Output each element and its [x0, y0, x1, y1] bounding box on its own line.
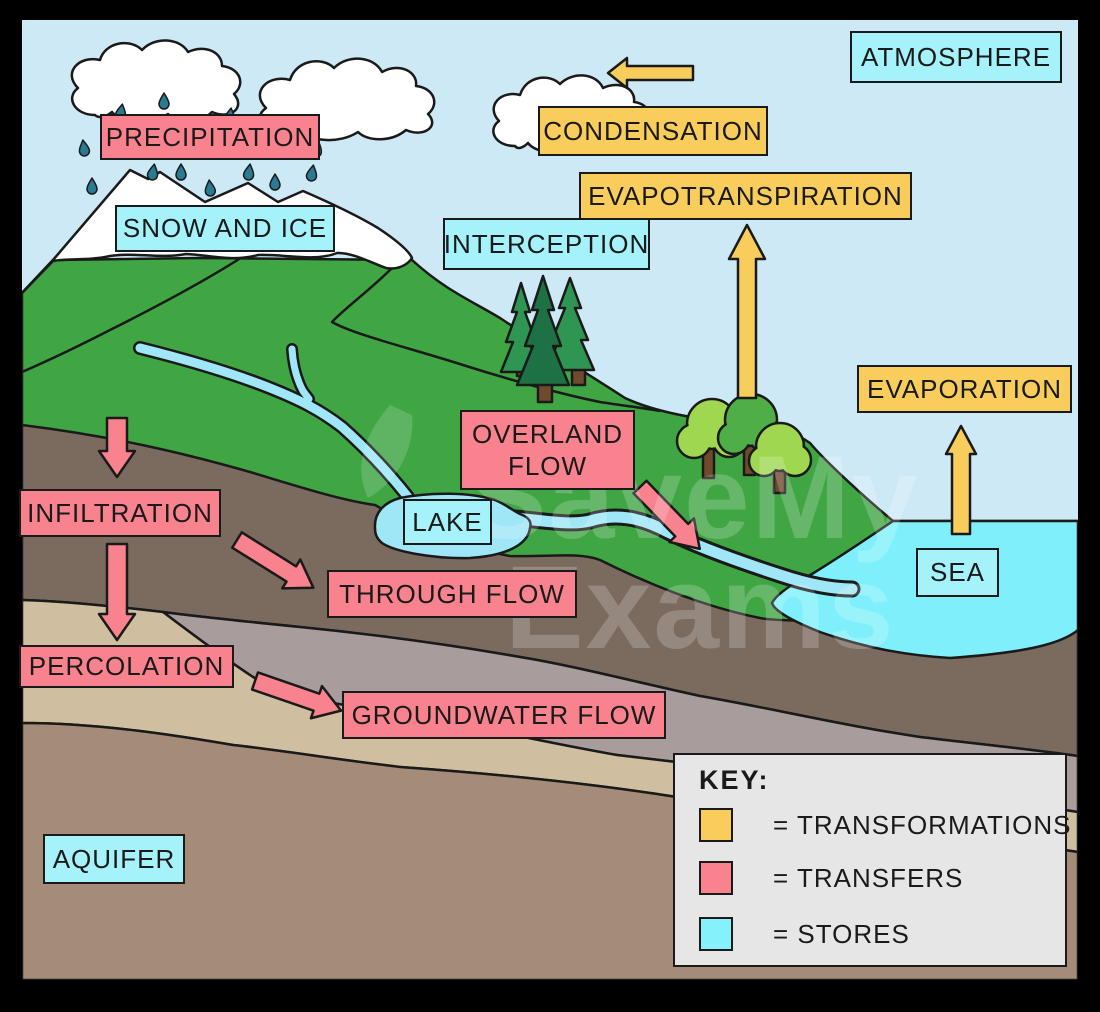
- transformation-arrows: [606, 56, 978, 536]
- label-interception: INTERCEPTION: [443, 218, 650, 270]
- label-condensation: CONDENSATION: [538, 106, 768, 156]
- label-evapotranspiration: EVAPOTRANSPIRATION: [579, 172, 912, 220]
- key-row-label: = TRANSFERS: [773, 862, 964, 893]
- label-evaporation: EVAPORATION: [857, 365, 1072, 413]
- label-through-flow: THROUGH FLOW: [327, 570, 577, 618]
- key-row-label: = TRANSFORMATIONS: [773, 809, 1072, 840]
- label-sea: SEA: [916, 548, 999, 597]
- key-title: KEY:: [699, 765, 770, 795]
- key-row-transformations: = TRANSFORMATIONS: [699, 808, 1071, 842]
- watermark-leaf: [361, 405, 413, 498]
- label-groundwater-flow: GROUNDWATER FLOW: [342, 691, 666, 739]
- left-ridge-line: [22, 252, 248, 374]
- infiltration-arrow-icon: [97, 416, 137, 479]
- evapotranspiration-arrow-icon: [727, 223, 767, 400]
- mid-ridge-line: [330, 267, 661, 413]
- river-lower: [496, 508, 861, 598]
- transformations-swatch: [699, 808, 733, 842]
- label-precipitation: PRECIPITATION: [100, 114, 320, 160]
- label-aquifer: AQUIFER: [43, 834, 185, 884]
- key-panel: KEY: = TRANSFORMATIONS = TRANSFERS = STO…: [673, 753, 1070, 967]
- key-row-stores: = STORES: [699, 917, 910, 951]
- groundwater-flow-arrow-icon: [250, 671, 343, 720]
- overland-flow-arrow-icon: [632, 479, 701, 551]
- label-atmosphere: ATMOSPHERE: [850, 31, 1062, 83]
- label-lake: LAKE: [403, 499, 492, 545]
- transfer-arrows: [97, 416, 701, 720]
- through-flow-arrow-icon: [230, 531, 315, 590]
- tree-canopy-right-fill: [750, 424, 810, 475]
- river-upper: [133, 341, 415, 504]
- label-snow-and-ice: SNOW AND ICE: [115, 205, 335, 252]
- evaporation-arrow-icon: [944, 424, 978, 536]
- condensation-arrow-icon: [606, 56, 695, 90]
- pine-tree-center: [515, 274, 571, 387]
- stores-swatch: [699, 917, 733, 951]
- deciduous-trees: [675, 392, 813, 495]
- key-row-transfers: = TRANSFERS: [699, 861, 963, 895]
- transfers-swatch: [699, 861, 733, 895]
- label-overland-flow: OVERLAND FLOW: [460, 410, 635, 490]
- label-percolation: PERCOLATION: [19, 645, 234, 688]
- key-row-label: = STORES: [773, 918, 910, 949]
- pine-trees: [499, 274, 596, 404]
- label-infiltration: INFILTRATION: [19, 489, 221, 537]
- percolation-arrow-icon: [97, 542, 137, 642]
